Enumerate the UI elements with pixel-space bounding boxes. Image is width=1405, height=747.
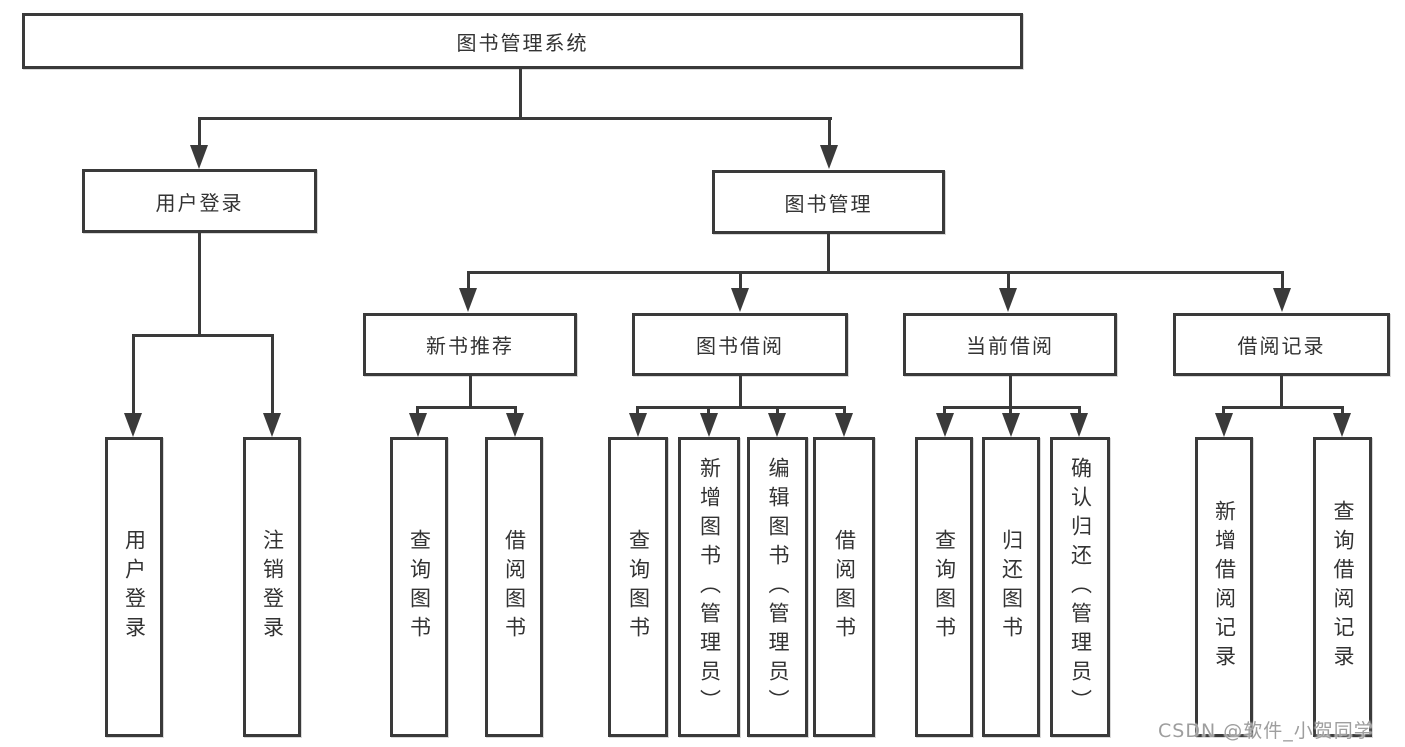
node-user-login-group: 用户登录	[82, 169, 317, 233]
arrow-down-icon	[190, 145, 208, 169]
leaf-recommend-query-books: 查询图书	[390, 437, 448, 737]
connector-borrowing-drop-1	[636, 406, 639, 416]
node-book-management: 图书管理	[712, 170, 945, 234]
connector-borrowing-drop-3	[776, 406, 779, 416]
connector-borrowing-rail	[636, 406, 846, 409]
node-book-borrowing: 图书借阅	[632, 313, 848, 376]
connector-login-drop-2	[271, 334, 274, 414]
leaf-edit-books-admin: 编辑图书（管理员）	[747, 437, 808, 737]
leaf-user-login: 用户登录	[105, 437, 163, 737]
connector-mgmt-stem	[827, 234, 830, 274]
connector-root-drop-left	[198, 117, 201, 147]
arrow-down-icon	[459, 288, 477, 312]
leaf-return-books: 归还图书	[982, 437, 1040, 737]
connector-login-rail	[132, 334, 274, 337]
leaf-logout: 注销登录	[243, 437, 301, 737]
arrow-down-icon	[506, 413, 524, 437]
connector-mgmt-drop-3	[1007, 271, 1010, 289]
leaf-recommend-borrow-books: 借阅图书	[485, 437, 543, 737]
arrow-down-icon	[768, 413, 786, 437]
arrow-down-icon	[1002, 413, 1020, 437]
leaf-query-borrow-record: 查询借阅记录	[1313, 437, 1372, 737]
connector-mgmt-rail	[467, 271, 1284, 274]
leaf-add-borrow-record: 新增借阅记录	[1195, 437, 1253, 737]
arrow-down-icon	[124, 413, 142, 437]
connector-borrowing-stem	[739, 376, 742, 408]
connector-current-stem	[1009, 376, 1012, 408]
connector-recommend-stem	[469, 376, 472, 408]
arrow-down-icon	[835, 413, 853, 437]
connector-records-stem	[1280, 376, 1283, 408]
connector-current-drop-1	[943, 406, 946, 416]
connector-root-drop-right	[828, 117, 831, 147]
arrow-down-icon	[629, 413, 647, 437]
leaf-borrowing-query-books: 查询图书	[608, 437, 668, 737]
connector-root-rail	[198, 117, 832, 120]
arrow-down-icon	[263, 413, 281, 437]
arrow-down-icon	[409, 413, 427, 437]
node-library-management-system: 图书管理系统	[22, 13, 1023, 69]
connector-records-drop-2	[1341, 406, 1344, 416]
arrow-down-icon	[1273, 288, 1291, 312]
leaf-confirm-return-admin: 确认归还（管理员）	[1050, 437, 1110, 737]
connector-current-drop-2	[1009, 406, 1012, 416]
connector-borrowing-drop-2	[707, 406, 710, 416]
connector-login-stem	[198, 233, 201, 336]
leaf-borrowing-borrow-books: 借阅图书	[813, 437, 875, 737]
connector-mgmt-drop-4	[1281, 271, 1284, 289]
connector-records-rail	[1222, 406, 1344, 409]
arrow-down-icon	[731, 288, 749, 312]
connector-borrowing-drop-4	[843, 406, 846, 416]
csdn-watermark: CSDN @软件_小贺同学	[1158, 720, 1374, 742]
arrow-down-icon	[820, 145, 838, 169]
connector-records-drop-1	[1222, 406, 1225, 416]
node-current-borrowing: 当前借阅	[903, 313, 1117, 376]
connector-login-drop-1	[132, 334, 135, 414]
connector-current-drop-3	[1078, 406, 1081, 416]
connector-current-rail	[943, 406, 1081, 409]
arrow-down-icon	[936, 413, 954, 437]
arrow-down-icon	[1070, 413, 1088, 437]
node-new-book-recommend: 新书推荐	[363, 313, 577, 376]
arrow-down-icon	[1215, 413, 1233, 437]
node-borrowing-records: 借阅记录	[1173, 313, 1390, 376]
connector-recommend-drop-2	[514, 406, 517, 416]
connector-recommend-rail	[416, 406, 517, 409]
connector-root-stem	[519, 69, 522, 117]
arrow-down-icon	[999, 288, 1017, 312]
connector-mgmt-drop-2	[739, 271, 742, 289]
arrow-down-icon	[1333, 413, 1351, 437]
leaf-add-books-admin: 新增图书（管理员）	[678, 437, 740, 737]
arrow-down-icon	[700, 413, 718, 437]
connector-mgmt-drop-1	[467, 271, 470, 289]
leaf-current-query-books: 查询图书	[915, 437, 973, 737]
connector-recommend-drop-1	[416, 406, 419, 416]
